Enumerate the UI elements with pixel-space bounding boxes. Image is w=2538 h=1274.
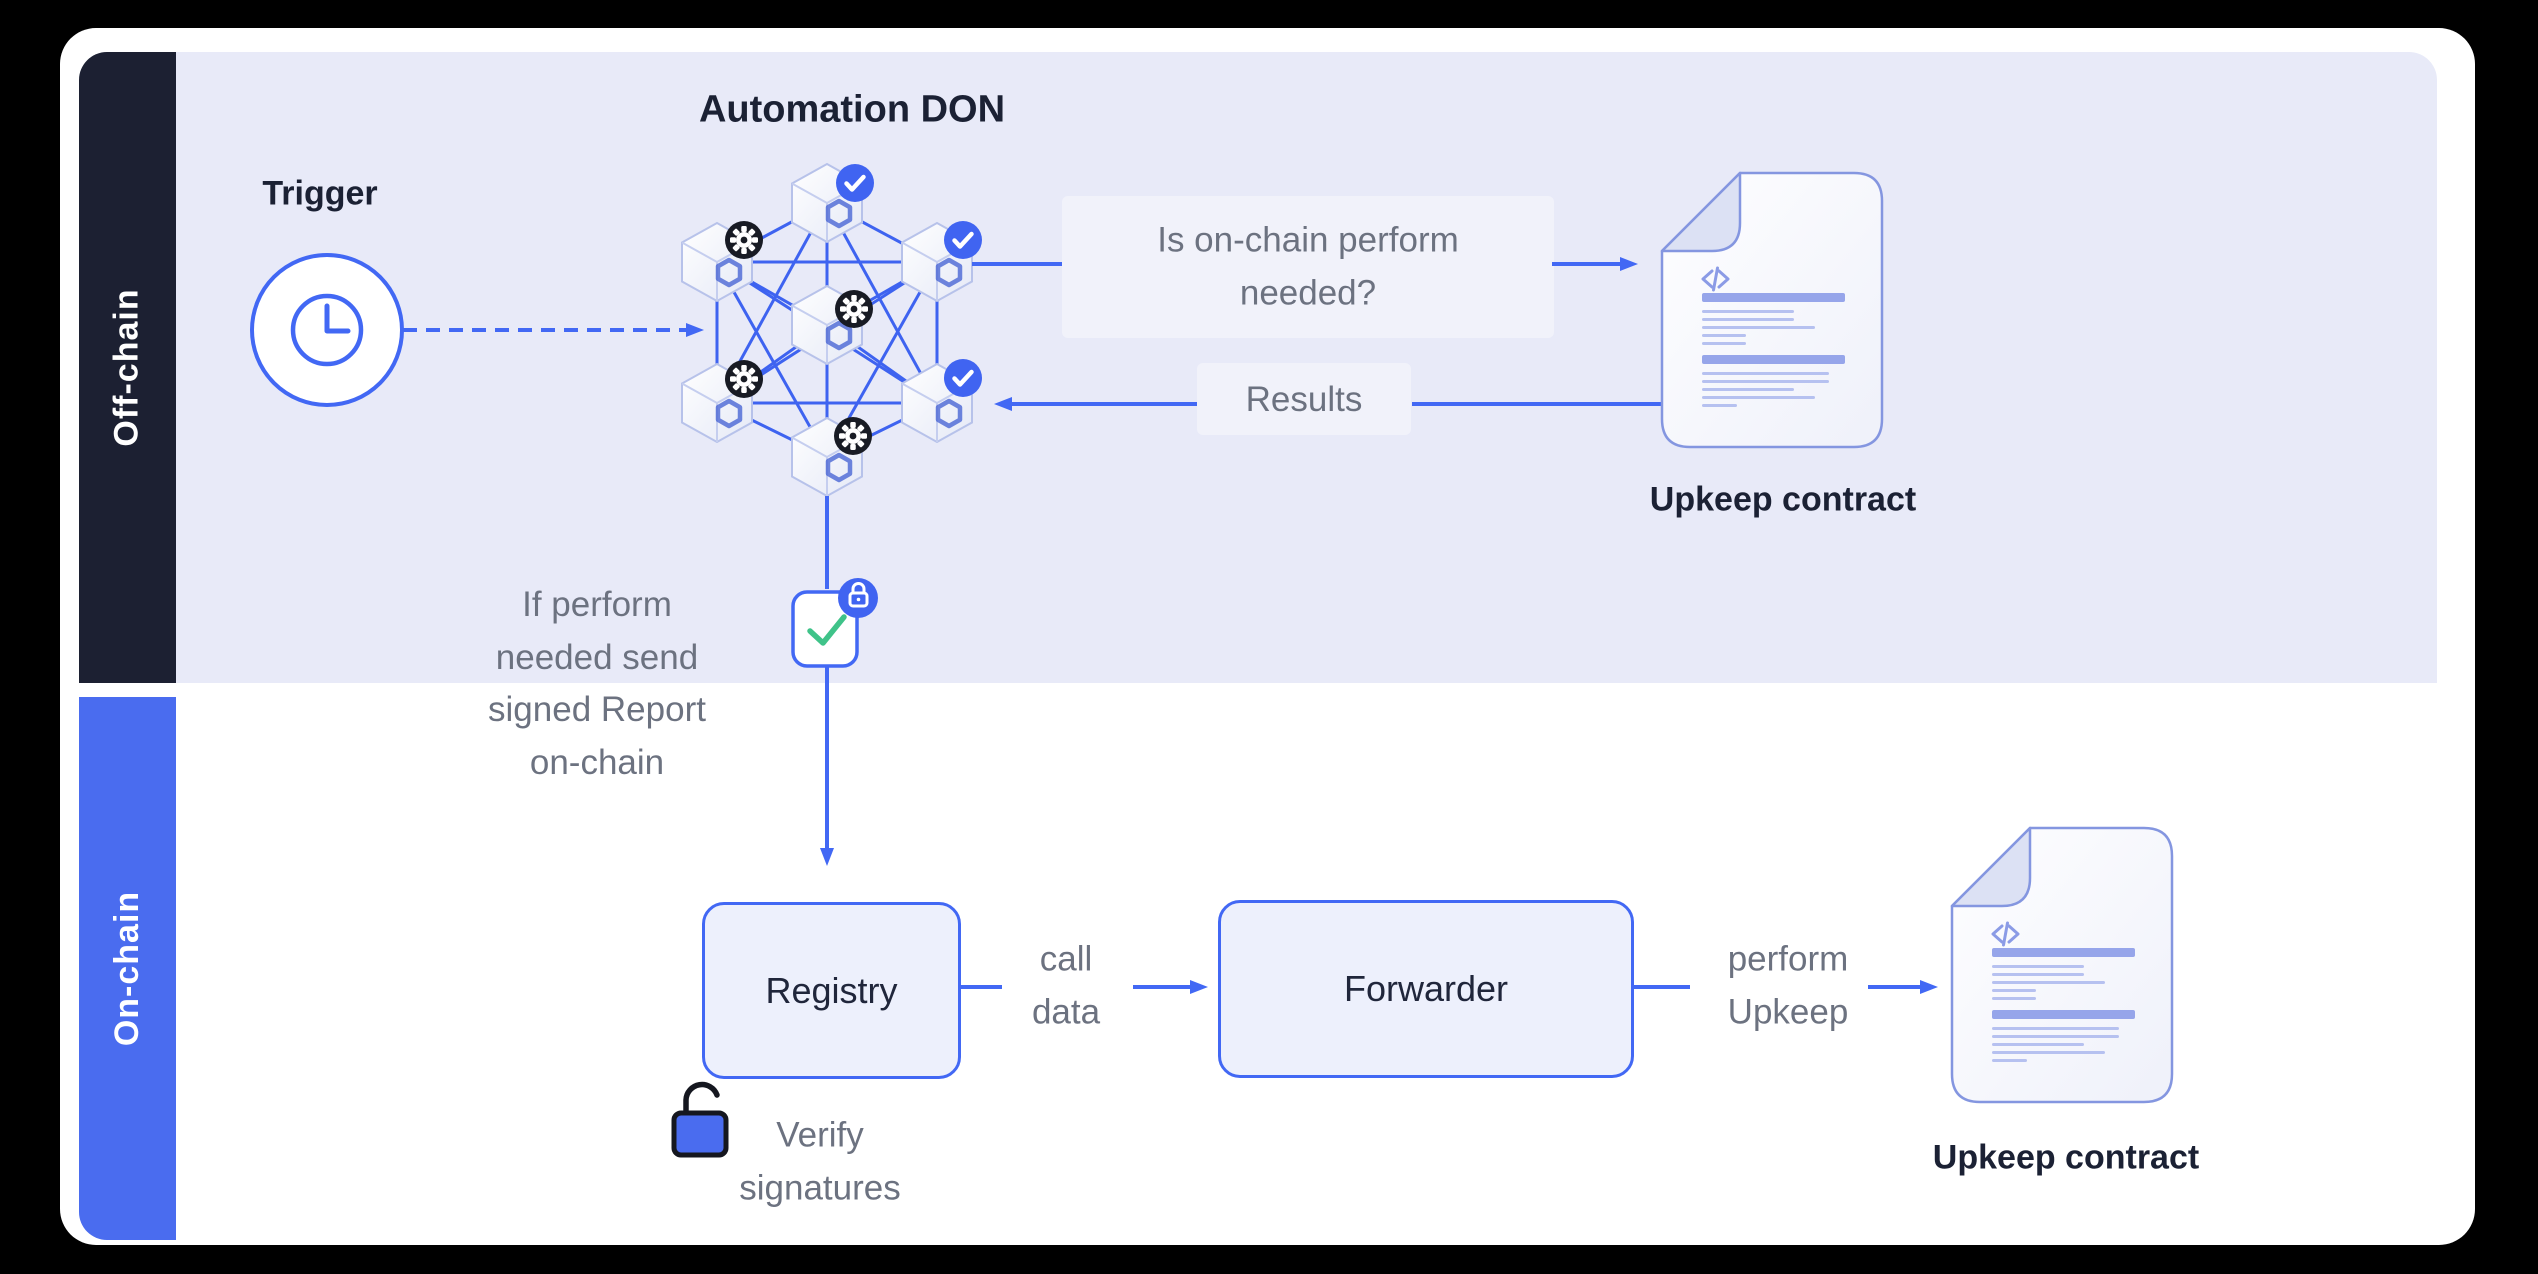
forwarder-label: Forwarder (1343, 968, 1509, 1009)
results-label: Results (1245, 379, 1363, 419)
registry-box: Registry (702, 902, 961, 1079)
registry-label: Registry (765, 969, 898, 1011)
don-title: Automation DON (698, 88, 1006, 131)
perform-upkeep-label: perform Upkeep (1727, 939, 1849, 1032)
trigger-label: Trigger (262, 174, 378, 213)
onchain-section-label: On-chain (108, 890, 146, 1047)
results-panel (1197, 363, 1411, 435)
question-panel (1062, 196, 1554, 338)
forwarder-box: Forwarder (1218, 900, 1634, 1078)
verify-signatures-label: Verify signatures (739, 1115, 901, 1208)
upkeep-contract-label-offchain: Upkeep contract (1649, 480, 1917, 519)
upkeep-contract-label-onchain: Upkeep contract (1932, 1138, 2200, 1177)
onchain-section-bar: On-chain (79, 697, 176, 1240)
call-data-label: call data (1031, 939, 1101, 1032)
report-note: If perform needed send signed Report on-… (488, 585, 706, 782)
offchain-section-label: Off-chain (108, 288, 146, 447)
offchain-section-bar: Off-chain (79, 52, 176, 683)
question-label: Is on-chain perform needed? (1157, 220, 1459, 313)
